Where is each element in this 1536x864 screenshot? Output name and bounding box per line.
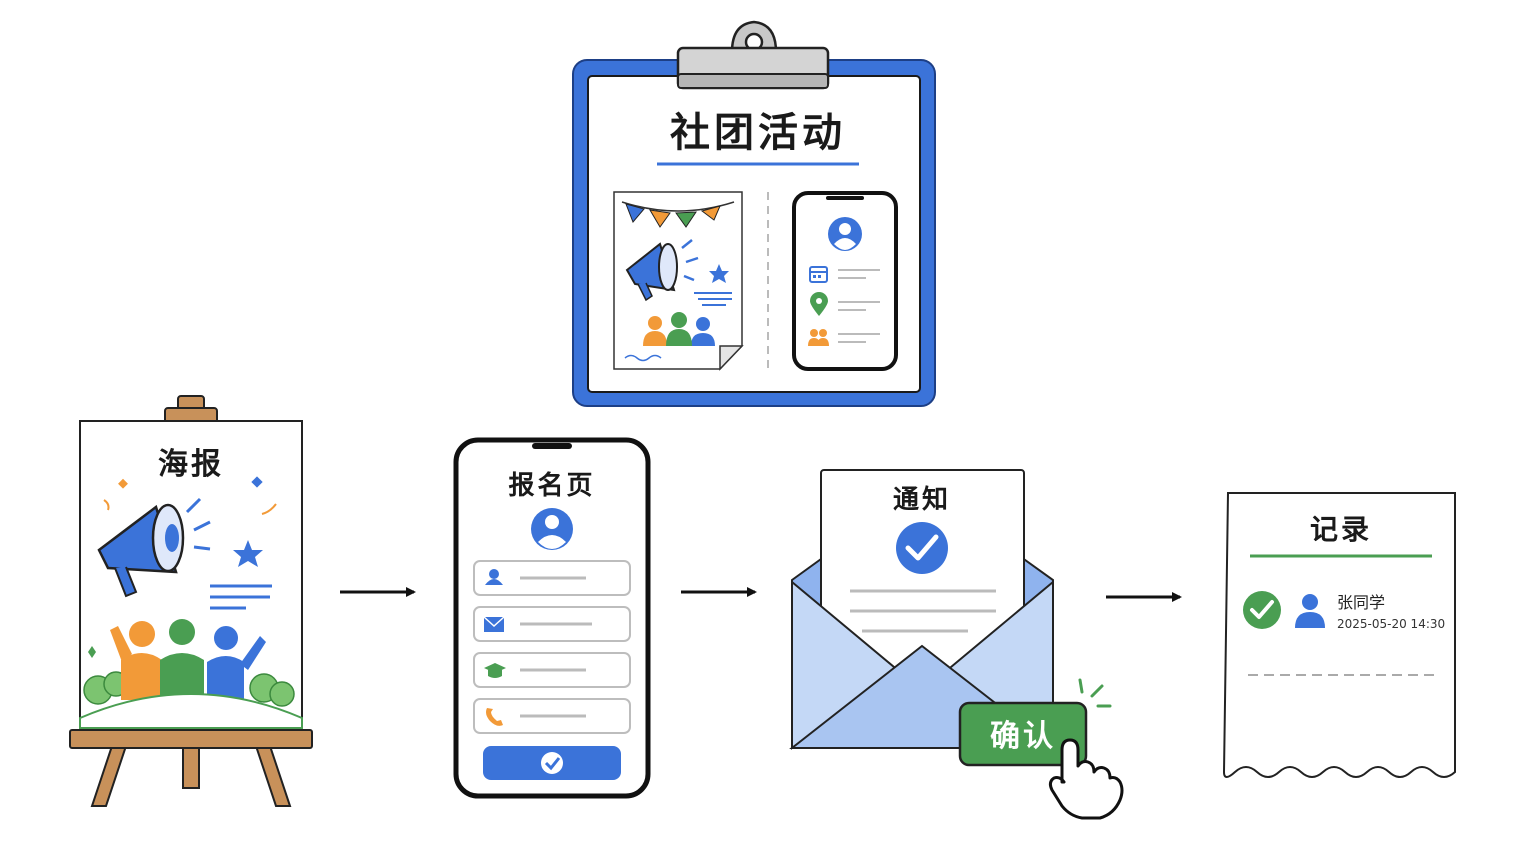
mail-icon [483, 616, 505, 632]
record-name: 张同学 [1337, 593, 1385, 612]
clipboard-clip-icon [676, 20, 830, 90]
user-avatar-icon [531, 508, 573, 550]
people-icon [110, 619, 266, 700]
poster-easel: 海报 [69, 395, 313, 807]
megaphone-icon [625, 239, 699, 302]
phone-icon [486, 708, 503, 726]
confirm-label: 确认 [990, 719, 1056, 754]
check-icon [541, 752, 563, 774]
user-icon [485, 569, 503, 585]
record-timestamp: 2025-05-20 14:30 [1337, 617, 1445, 631]
user-icon [1295, 594, 1325, 628]
submit-button[interactable] [483, 746, 621, 780]
notice-envelope: 通知 确认 [789, 469, 1124, 820]
confirm-button[interactable]: 确认 [958, 701, 1088, 767]
mini-poster [613, 191, 744, 371]
graduation-cap-icon [484, 663, 506, 678]
check-icon [896, 522, 948, 574]
mini-phone [792, 191, 898, 371]
clipboard-panel: 社团活动 [572, 20, 936, 407]
school-field[interactable] [473, 652, 631, 688]
record-receipt: 记录 张同学 2025-05-20 14:30 [1222, 492, 1456, 778]
signup-phone: 报名页 [453, 437, 651, 799]
phone-field[interactable] [473, 698, 631, 734]
poster-title: 海报 [158, 447, 224, 482]
record-title: 记录 [1310, 513, 1372, 546]
clipboard-title: 社团活动 [670, 110, 846, 156]
name-field[interactable] [473, 560, 631, 596]
group-icon [808, 329, 829, 346]
signup-title: 报名页 [508, 470, 595, 501]
megaphone-icon [97, 497, 211, 598]
calendar-icon [809, 266, 828, 283]
pointer-hand-icon [1048, 738, 1124, 820]
notice-title: 通知 [893, 485, 951, 515]
check-icon [1243, 591, 1281, 629]
star-icon [709, 264, 729, 283]
email-field[interactable] [473, 606, 631, 642]
people-icon [643, 312, 715, 346]
bunting-icon [621, 201, 735, 228]
star-icon [233, 540, 263, 567]
location-pin-icon [810, 292, 828, 316]
user-avatar-icon [828, 217, 862, 251]
